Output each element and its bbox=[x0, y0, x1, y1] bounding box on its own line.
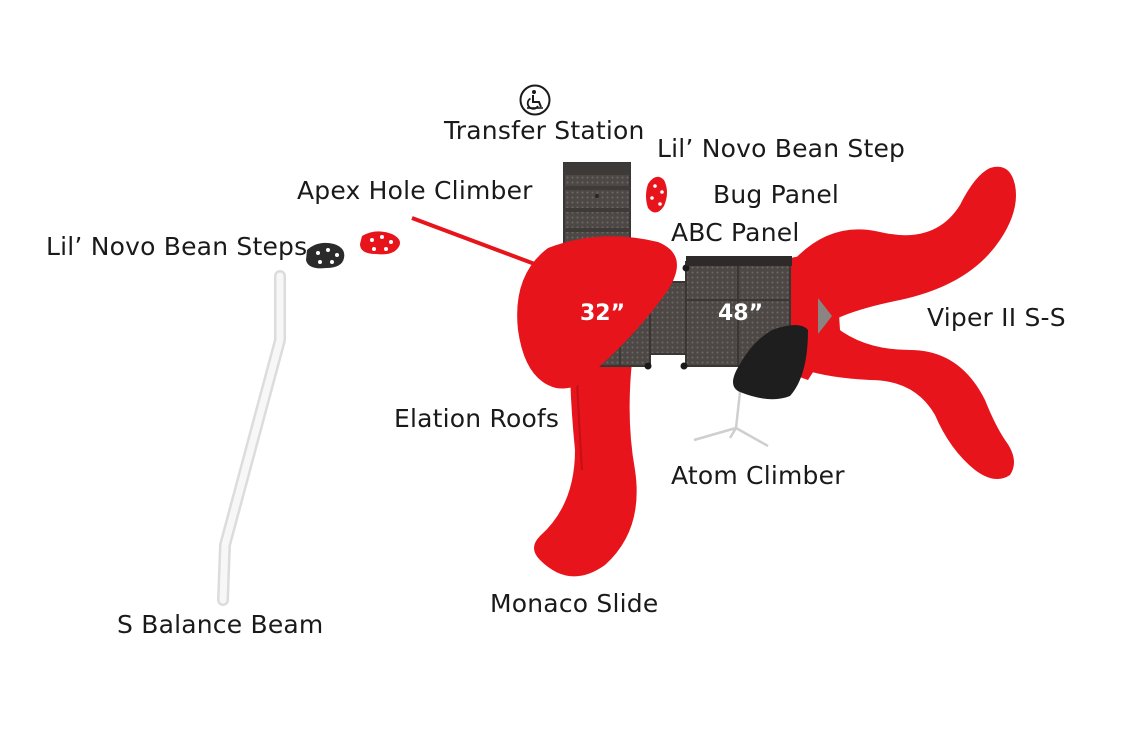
lil-novo-bean-step bbox=[646, 176, 667, 213]
label-apex-hole-climber: Apex Hole Climber bbox=[297, 176, 533, 205]
deck-height-left: 32” bbox=[580, 301, 626, 326]
label-elation-roofs: Elation Roofs bbox=[394, 404, 560, 433]
label-abc-panel: ABC Panel bbox=[671, 218, 800, 247]
elation-roof bbox=[517, 236, 677, 389]
label-atom-climber: Atom Climber bbox=[671, 461, 845, 490]
label-lil-novo-bean-steps: Lil’ Novo Bean Steps bbox=[46, 232, 308, 261]
label-viper-slide: Viper II S-S bbox=[927, 303, 1066, 332]
s-balance-beam bbox=[217, 270, 286, 606]
bug-panel bbox=[686, 256, 792, 266]
label-monaco-slide: Monaco Slide bbox=[490, 589, 659, 618]
transfer-station bbox=[563, 162, 631, 244]
label-lil-novo-bean-step: Lil’ Novo Bean Step bbox=[657, 134, 906, 163]
label-transfer-station: Transfer Station bbox=[444, 116, 645, 145]
wheelchair-accessible-icon bbox=[519, 84, 551, 116]
deck-height-right: 48” bbox=[718, 301, 764, 326]
monaco-slide bbox=[534, 360, 637, 577]
apex-hole-climber bbox=[411, 216, 541, 268]
atom-climber bbox=[693, 325, 808, 448]
abc-panel bbox=[818, 298, 832, 334]
label-bug-panel: Bug Panel bbox=[713, 180, 840, 209]
lil-novo-bean-steps bbox=[306, 231, 400, 269]
label-s-balance-beam: S Balance Beam bbox=[117, 610, 324, 639]
